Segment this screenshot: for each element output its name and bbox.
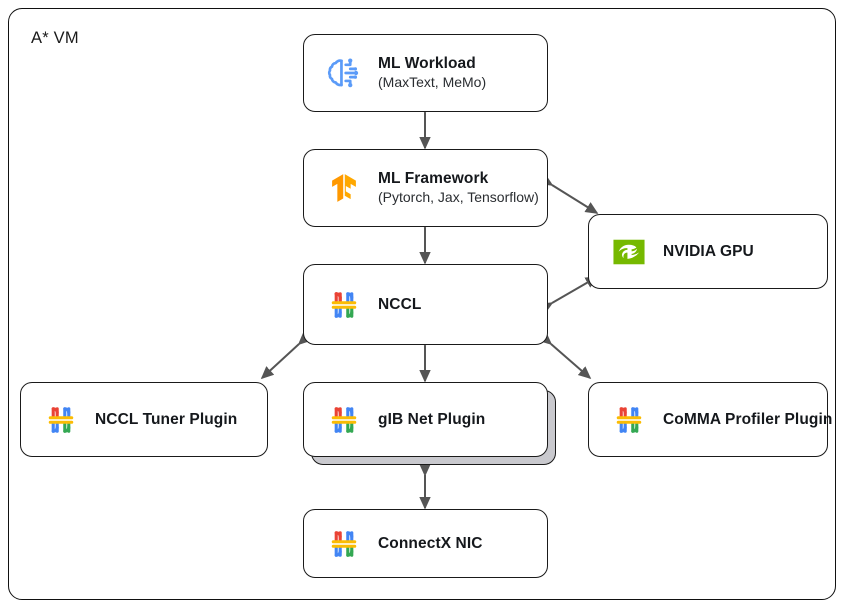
node-connectx-nic-text: ConnectX NIC — [378, 534, 483, 554]
node-ml-workload[interactable]: ML Workload (MaxText, MeMo) — [303, 34, 548, 112]
node-ml-framework-subtitle: (Pytorch, Jax, Tensorflow) — [378, 188, 539, 205]
node-connectx-nic[interactable]: ConnectX NIC — [303, 509, 548, 578]
node-comma-profiler-plugin-text: CoMMA Profiler Plugin — [663, 410, 832, 430]
node-ml-workload-text: ML Workload (MaxText, MeMo) — [378, 54, 486, 92]
node-ml-framework-text: ML Framework (Pytorch, Jax, Tensorflow) — [378, 169, 539, 207]
node-ml-framework-title: ML Framework — [378, 170, 489, 188]
tensorflow-icon — [324, 168, 364, 208]
node-nccl-title: NCCL — [378, 295, 422, 313]
node-ml-workload-subtitle: (MaxText, MeMo) — [378, 73, 487, 90]
node-nccl-text: NCCL — [378, 295, 421, 315]
node-nccl-tuner-plugin[interactable]: NCCL Tuner Plugin — [20, 382, 268, 457]
node-comma-profiler-plugin-title: CoMMA Profiler Plugin — [663, 410, 833, 428]
node-comma-profiler-plugin[interactable]: CoMMA Profiler Plugin — [588, 382, 832, 457]
google-link-icon — [609, 400, 649, 440]
node-nvidia-gpu-text: NVIDIA GPU — [663, 242, 754, 262]
node-gib-net-plugin[interactable]: gIB Net Plugin — [303, 382, 548, 457]
brain-circuit-icon — [324, 53, 364, 93]
node-nvidia-gpu[interactable]: NVIDIA GPU — [588, 214, 828, 289]
node-gib-net-plugin-title: gIB Net Plugin — [378, 410, 486, 428]
node-nccl-tuner-plugin-title: NCCL Tuner Plugin — [95, 410, 238, 428]
vm-container-label: A* VM — [31, 29, 79, 47]
google-link-icon — [324, 285, 364, 325]
node-nccl-tuner-plugin-text: NCCL Tuner Plugin — [95, 410, 237, 430]
node-nvidia-gpu-title: NVIDIA GPU — [663, 242, 754, 260]
node-ml-framework[interactable]: ML Framework (Pytorch, Jax, Tensorflow) — [303, 149, 548, 227]
node-connectx-nic-title: ConnectX NIC — [378, 534, 483, 552]
google-link-icon — [41, 400, 81, 440]
node-nccl[interactable]: NCCL — [303, 264, 548, 345]
node-gib-net-plugin-text: gIB Net Plugin — [378, 410, 485, 430]
node-ml-workload-title: ML Workload — [378, 55, 476, 73]
google-link-icon — [324, 400, 364, 440]
google-link-icon — [324, 524, 364, 564]
nvidia-eye-icon — [609, 232, 649, 272]
